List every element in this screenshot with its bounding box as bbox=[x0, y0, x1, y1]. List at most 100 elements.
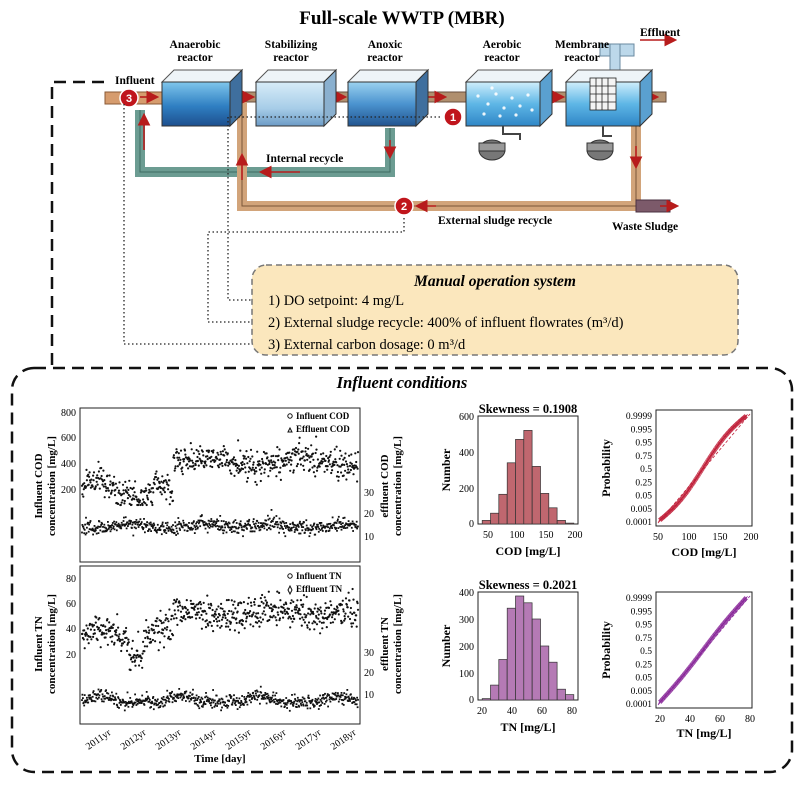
cod-influent-point bbox=[174, 467, 177, 470]
cod-effluent-point bbox=[272, 526, 275, 528]
tn-influent-point bbox=[123, 640, 126, 644]
cod-influent-point bbox=[151, 487, 154, 490]
tn-influent-point bbox=[106, 618, 109, 621]
cod-influent-point bbox=[230, 472, 233, 475]
tn-influent-point bbox=[173, 598, 176, 602]
cod-effluent-point bbox=[177, 517, 180, 519]
tn-influent-point bbox=[116, 613, 119, 616]
tn-effluent-point bbox=[286, 701, 289, 704]
cod-influent-point bbox=[95, 480, 98, 483]
tn-influent-point bbox=[309, 613, 312, 616]
cod-influent-point bbox=[202, 454, 205, 457]
tn-effluent-point bbox=[137, 700, 140, 703]
tn-influent-point bbox=[216, 624, 219, 627]
cod-influent-point bbox=[226, 452, 229, 455]
cod-effluent-point bbox=[248, 518, 251, 521]
cod-effluent-point bbox=[109, 525, 111, 527]
tn-effluent-point bbox=[197, 697, 199, 700]
tn-influent-point bbox=[97, 626, 100, 630]
cod-effluent-point bbox=[285, 522, 288, 524]
cod-effluent-point bbox=[165, 527, 168, 530]
tn-probability-panel: 0.99990.9950.950.750.50.250.050.0050.000… bbox=[599, 591, 755, 740]
tn-effluent-point bbox=[248, 699, 251, 702]
cod-effluent-point bbox=[251, 526, 254, 529]
tn-effluent-point bbox=[117, 697, 120, 700]
tn-effluent-point bbox=[108, 699, 111, 701]
tn-effluent-point bbox=[259, 702, 261, 705]
tn-effluent-point bbox=[317, 701, 319, 704]
cod-influent-point bbox=[159, 486, 162, 490]
cod-effluent-point bbox=[223, 529, 226, 532]
cod-influent-point bbox=[113, 494, 117, 497]
cod-effluent-point bbox=[127, 523, 130, 526]
tn-influent-point bbox=[154, 624, 158, 628]
cod-influent-point bbox=[249, 448, 253, 451]
tn-hist-bar-35 bbox=[498, 659, 508, 701]
tn-influent-point bbox=[211, 608, 214, 612]
cod-effluent-point bbox=[324, 525, 327, 528]
tn-effluent-point bbox=[309, 707, 312, 710]
tn-left-ylabel-1: Influent TN bbox=[33, 616, 45, 672]
tn-effluent-point bbox=[267, 694, 270, 697]
cod-effluent-point bbox=[337, 518, 339, 521]
tn-influent-point bbox=[324, 602, 327, 605]
tn-influent-point bbox=[355, 625, 358, 628]
cod-effluent-point bbox=[221, 525, 223, 528]
cod-effluent-point bbox=[335, 527, 338, 529]
cod-effluent-point bbox=[275, 521, 277, 523]
tn-influent-point bbox=[288, 615, 291, 619]
cod-influent-point bbox=[241, 463, 244, 467]
tn-influent-point bbox=[195, 617, 198, 620]
cod-effluent-point bbox=[165, 532, 168, 534]
cod-effluent-point bbox=[347, 524, 350, 527]
cod-effluent-point bbox=[107, 528, 110, 530]
cod-influent-point bbox=[105, 489, 108, 492]
tn-effluent-point bbox=[140, 699, 142, 702]
tn-influent-point bbox=[131, 639, 134, 643]
cod-influent-point bbox=[159, 491, 162, 494]
cod-effluent-point bbox=[226, 522, 229, 525]
tn-influent-point bbox=[143, 650, 146, 653]
tn-effluent-point bbox=[233, 694, 235, 697]
tn-influent-point bbox=[356, 602, 359, 605]
cod-influent-point bbox=[124, 480, 127, 483]
tn-effluent-point bbox=[296, 706, 298, 708]
tn-effluent-point bbox=[273, 701, 276, 703]
cod-influent-point bbox=[350, 453, 353, 456]
tn-effluent-point bbox=[216, 705, 218, 707]
cod-effluent-point bbox=[225, 531, 228, 534]
tn-influent-point bbox=[105, 632, 108, 635]
tn-influent-point bbox=[312, 612, 315, 616]
tn-hist-ytick-400: 400 bbox=[459, 588, 474, 599]
cod-effluent-point bbox=[346, 523, 349, 526]
cod-influent-point bbox=[222, 445, 225, 448]
cod-effluent-point bbox=[81, 531, 83, 534]
tn-effluent-point bbox=[337, 694, 340, 697]
tn-influent-point bbox=[237, 604, 240, 607]
cod-influent-point bbox=[355, 466, 358, 469]
cod-effluent-point bbox=[144, 524, 147, 527]
cod-effluent-point bbox=[267, 518, 270, 521]
cod-influent-point bbox=[262, 450, 265, 454]
tn-influent-point bbox=[314, 603, 317, 606]
tn-effluent-point bbox=[278, 700, 281, 702]
cod-influent-point bbox=[118, 492, 121, 495]
tn-influent-point bbox=[232, 616, 236, 620]
cod-influent-point bbox=[198, 457, 201, 460]
cod-influent-point bbox=[331, 462, 334, 465]
cod-influent-point bbox=[241, 467, 245, 471]
tn-influent-point bbox=[248, 614, 251, 618]
cod-effluent-point bbox=[245, 524, 247, 526]
tn-influent-point bbox=[325, 626, 328, 629]
cod-effluent-point bbox=[192, 527, 194, 530]
tn-influent-point bbox=[180, 615, 183, 619]
anoxic-reactor: Anoxic reactor bbox=[346, 39, 430, 128]
marker-recycle: 2 bbox=[394, 196, 414, 216]
tn-influent-point bbox=[318, 620, 321, 623]
tn-influent-point bbox=[198, 616, 201, 620]
cod-hist-bar-160 bbox=[548, 507, 558, 525]
tn-influent-point bbox=[262, 602, 265, 605]
cod-effluent-point bbox=[148, 528, 151, 531]
tn-prob-ytick-0: 0.9999 bbox=[626, 594, 652, 604]
tn-influent-point bbox=[268, 618, 271, 622]
